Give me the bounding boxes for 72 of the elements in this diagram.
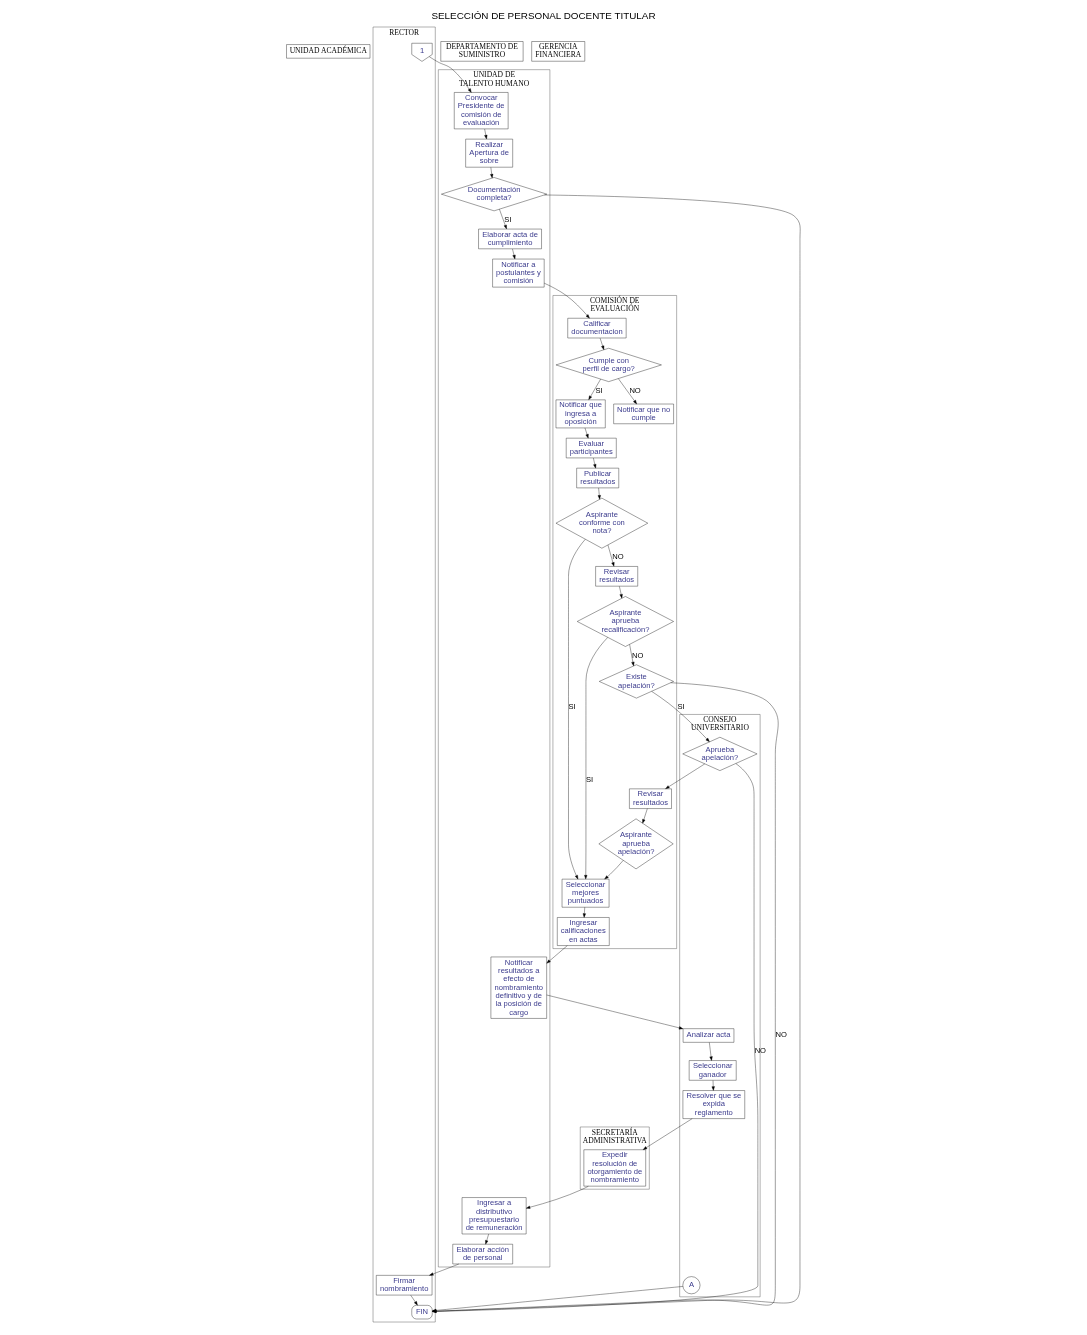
arrow (429, 1263, 459, 1276)
node-diamond: Cumple con perfil de cargo? (555, 348, 662, 382)
node-box: Elaborar acción de personal (452, 1244, 513, 1265)
node-diamond: Documentación completa? (441, 177, 548, 212)
node-box: Notificar que no cumple (613, 403, 674, 424)
arrow (568, 539, 586, 880)
arrow (499, 209, 507, 230)
arrow (526, 1186, 589, 1209)
arrow (711, 1080, 715, 1091)
node-box: Evaluar participantes (566, 438, 617, 459)
node-box: Resolver que se expida reglamento (682, 1090, 745, 1119)
node-box: Expedir resolución de otorgamiento de nombramiento (583, 1149, 646, 1187)
node-diamond: Existe apelación? (599, 664, 674, 699)
arrow (618, 378, 637, 405)
arrow (629, 644, 635, 667)
diagram-title: SELECCIÓN DE PERSONAL DOCENTE TITULAR (431, 10, 656, 22)
arrow (485, 1233, 489, 1245)
edge-label: SI (504, 214, 512, 224)
arrow (546, 994, 684, 1030)
arrow (544, 282, 590, 319)
arrow (642, 808, 648, 824)
arrow (642, 1118, 693, 1150)
arrow (546, 945, 568, 964)
node-box: Elaborar acta de cumplimiento (478, 228, 542, 249)
edge-label: NO (612, 552, 624, 562)
arrow (599, 337, 605, 350)
arrow (410, 1295, 418, 1306)
node-box: Realizar Apertura de sobre (465, 138, 513, 168)
arrow (588, 378, 601, 400)
node-box: Notificar resultados a efecto de nombramiento definitivo y de la posición de cargo (490, 956, 547, 1019)
arrow (607, 544, 615, 567)
arrow (651, 691, 710, 742)
node-diamond: Aspirante aprueba recalificación? (577, 596, 674, 647)
arrow (619, 586, 623, 599)
node-box: Seleccionar mejores puntuados (561, 878, 610, 908)
node-box: Convocar Presidente de comisión de evaluación (454, 92, 509, 130)
arrow (490, 167, 494, 179)
arrow (709, 1042, 713, 1061)
node-box: Ingresar a distributivo presupuestario de remuneración (461, 1197, 527, 1235)
arrow (597, 487, 601, 500)
node-box: Revisar resultados (629, 788, 672, 809)
node-box: Publicar resultados (576, 467, 619, 489)
node-box: Calificar documentacion (567, 318, 627, 339)
node-box: Revisar resultados (595, 566, 638, 587)
edge-label: NO (632, 650, 644, 660)
arrow (593, 457, 597, 469)
node-box: UNIDAD ACADÉMICA (286, 44, 371, 59)
arrow (665, 763, 705, 789)
arrow (584, 637, 608, 880)
node-box: DEPARTAMENTO DE SUMINISTRO (440, 41, 524, 62)
arrow (484, 128, 488, 140)
arrow (512, 248, 516, 260)
edge-label: NO (775, 1030, 787, 1040)
node-box: Notificar que ingresa a oposición (555, 399, 606, 429)
edge-label: SI (595, 385, 603, 395)
node-box: Ingresar calificaciones en actas (557, 917, 610, 946)
node-box: Notificar a postulantes y comisión (492, 258, 545, 288)
arrow (604, 860, 624, 880)
edge-label: NO (629, 385, 641, 395)
node-box: Analizar acta (682, 1028, 735, 1043)
edge-label: SI (677, 702, 685, 712)
node-box: Firmar nombramiento (376, 1275, 433, 1296)
arrow (429, 56, 472, 93)
node-circle: A (682, 1276, 701, 1295)
node-box: FIN (411, 1305, 433, 1320)
edge-label: SI (568, 702, 576, 712)
node-box: GERENCIA FINANCIERA (531, 41, 585, 62)
edge-label: SI (585, 774, 594, 784)
edge-label: NO (754, 1046, 767, 1056)
arrow (584, 427, 589, 439)
arrow (582, 907, 586, 918)
node-box: Seleccionar ganador (688, 1060, 737, 1081)
